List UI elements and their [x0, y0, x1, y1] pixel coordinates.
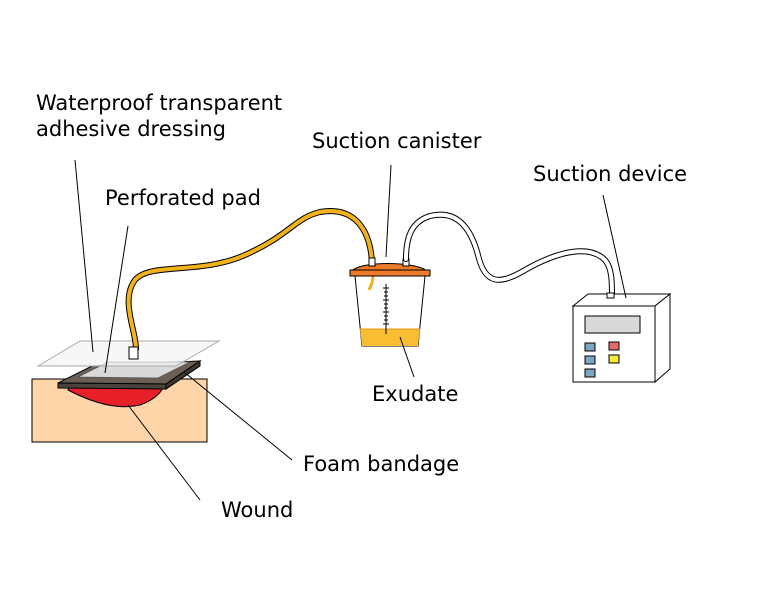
- canister-exudate: [360, 329, 420, 346]
- yellow-tube-outline: [125, 208, 375, 352]
- label-wound: Wound: [221, 498, 294, 522]
- foam-bandage-edge: [165, 360, 201, 390]
- tube-connector: [128, 346, 139, 360]
- leader-wound: [127, 404, 201, 501]
- label-dressing-line1: Waterproof transparent: [36, 91, 283, 115]
- leader-dressing: [74, 159, 94, 353]
- leader-foam-bandage: [183, 371, 293, 461]
- device-button-blue-2: [584, 355, 596, 365]
- device-side: [654, 292, 671, 384]
- label-dressing-line2: adhesive dressing: [36, 117, 227, 142]
- canister-lid-rim: [349, 269, 431, 277]
- label-dressing: Waterproof transparent adhesive dressing: [36, 90, 282, 143]
- device-tube-port: [606, 292, 615, 299]
- canister-scale: [383, 284, 389, 334]
- leader-suction-device: [602, 194, 627, 299]
- device-display: [584, 315, 641, 334]
- label-suction-device: Suction device: [533, 162, 688, 186]
- foam-bandage-side: [57, 382, 167, 390]
- device-button-yellow: [608, 354, 620, 364]
- leader-perforated-pad: [104, 225, 129, 374]
- device-top: [571, 293, 672, 307]
- leader-exudate: [399, 336, 415, 378]
- label-perforated-pad: Perforated pad: [105, 186, 261, 210]
- label-foam-bandage: Foam bandage: [303, 452, 460, 476]
- leader-lines: [74, 159, 627, 501]
- canister-inner-tube: [367, 274, 375, 291]
- white-tube-outline: [403, 211, 615, 299]
- label-exudate: Exudate: [372, 382, 459, 406]
- white-tube: [404, 212, 614, 298]
- device-button-red: [608, 341, 620, 351]
- device-button-blue-3: [584, 368, 596, 378]
- yellow-tube: [126, 209, 374, 351]
- label-suction-canister: Suction canister: [312, 129, 482, 153]
- canister-inlet-port: [368, 257, 376, 267]
- device-button-blue-1: [584, 342, 596, 352]
- leader-suction-canister: [385, 164, 392, 258]
